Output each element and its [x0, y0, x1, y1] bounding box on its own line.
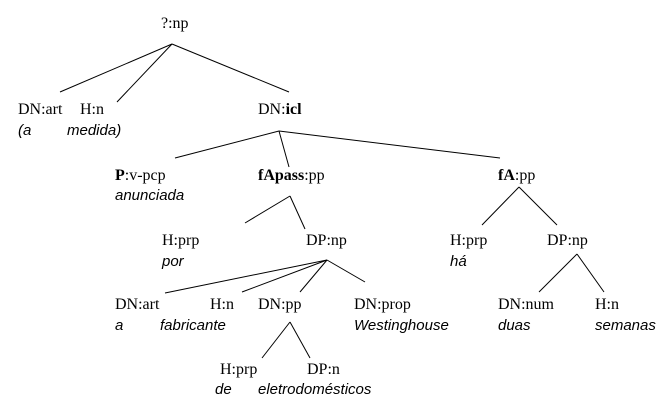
word: eletrodomésticos [258, 381, 372, 398]
word: há [450, 253, 467, 270]
word: fabricante [160, 317, 226, 334]
node-dn-num: DN:num [498, 296, 554, 314]
word: de [215, 381, 232, 398]
node-dp-n: DP:n [307, 361, 340, 379]
edge [171, 43, 290, 93]
edge [576, 253, 605, 293]
edge [164, 259, 328, 294]
node-text: DN:art [18, 101, 63, 118]
edge [278, 130, 501, 159]
node-fa-pp: fA:pp [498, 167, 535, 185]
node-text: H:n [595, 296, 619, 313]
edge [244, 195, 291, 224]
word: Westinghouse [354, 317, 449, 334]
node-text: ?:np [161, 15, 189, 32]
node-text: DN:pp [258, 296, 302, 313]
node-text: DP:n [307, 361, 340, 378]
word: (a [18, 122, 32, 139]
edge [289, 195, 306, 230]
node-text: DN:prop [354, 296, 411, 313]
node-dp-np: DP:np [547, 232, 588, 250]
word: medida) [67, 122, 122, 139]
word: a [115, 317, 124, 334]
edge [326, 259, 366, 283]
node-text: DN: [258, 101, 286, 118]
node-text: DP:np [547, 232, 588, 249]
edge [59, 43, 173, 93]
edge [278, 130, 290, 168]
node-dn-art: DN:art [115, 296, 159, 314]
node-text: :pp [304, 167, 325, 184]
edge [538, 253, 578, 293]
node-h-prp: H:prp [450, 232, 487, 250]
node-text: :pp [514, 167, 536, 184]
edge [299, 259, 328, 293]
node-text: DP:np [306, 232, 347, 249]
node-h-prp: H:prp [220, 361, 257, 379]
node-bold-text: P [115, 167, 125, 184]
node-h-n: H:n [210, 296, 234, 314]
edge [289, 321, 311, 359]
node-root: ?:np [161, 15, 189, 33]
node-text: DN:num [498, 296, 554, 313]
word: semanas [595, 317, 656, 334]
node-bold-text: fApass [258, 167, 305, 184]
node-text: H:n [210, 296, 234, 313]
word: anunciada [115, 187, 185, 204]
node-text: DN:art [115, 296, 160, 313]
node-dn-pp: DN:pp [258, 296, 302, 314]
word: duas [498, 317, 531, 334]
node-h-prp: H:prp [162, 232, 199, 250]
edge [518, 186, 558, 226]
edge [241, 259, 328, 293]
word: por [162, 253, 184, 270]
node-dp-np: DP:np [306, 232, 347, 250]
node-h-n: H:n [595, 296, 619, 314]
edge [174, 130, 280, 159]
edge [261, 321, 291, 359]
node-dn-art: DN:art [18, 101, 62, 119]
node-text: :v-pcp [124, 167, 166, 184]
node-text: H:prp [450, 232, 488, 249]
node-text: H:prp [162, 232, 200, 249]
node-h-n: H:n [80, 101, 104, 119]
node-bold-text: icl [285, 101, 302, 118]
node-fapass-pp: fApass:pp [258, 167, 325, 185]
node-dn-prop: DN:prop [354, 296, 411, 314]
edge [116, 43, 173, 103]
node-text: H:n [80, 101, 104, 118]
node-dn-icl: DN:icl [258, 101, 302, 119]
node-bold-text: fA [498, 167, 515, 184]
edge [481, 186, 520, 226]
node-text: H:prp [220, 361, 258, 378]
node-p-v-pcp: P:v-pcp [115, 167, 166, 185]
